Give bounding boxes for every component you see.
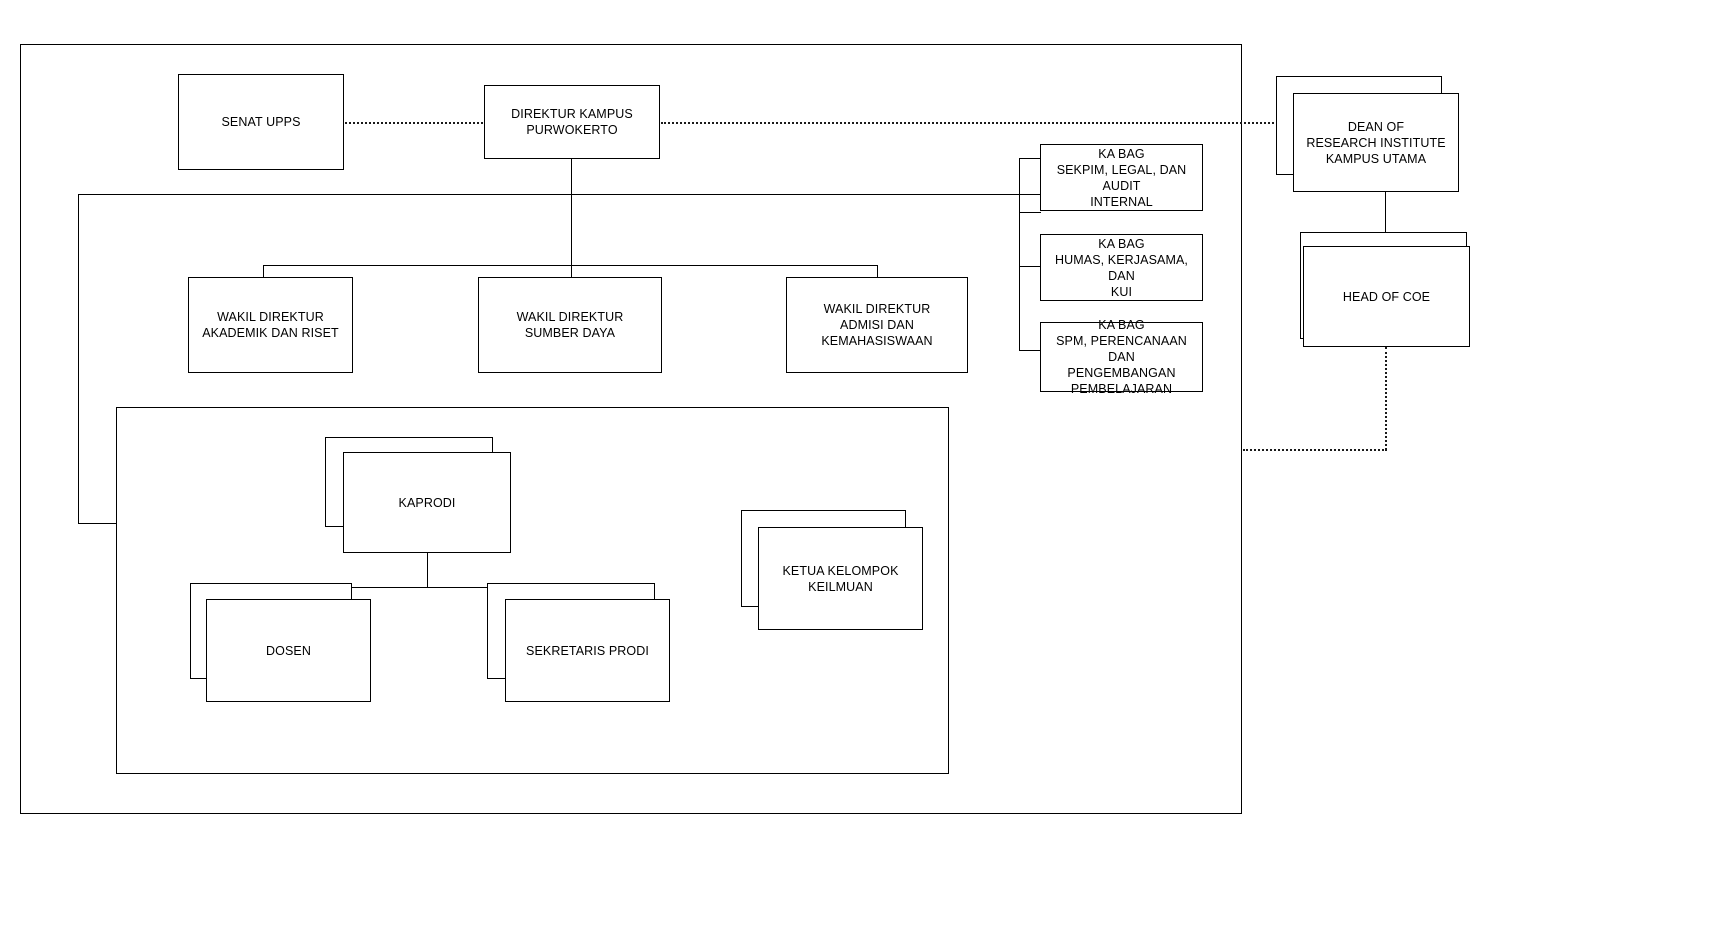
trunk-kaprodi-down — [427, 553, 428, 587]
node-kaprodi[interactable]: KAPRODI — [343, 452, 511, 553]
drop-wakil-akademik — [263, 265, 264, 277]
prodi-group-frame — [116, 407, 949, 774]
node-direktur-kampus[interactable]: DIREKTUR KAMPUS PURWOKERTO — [484, 85, 660, 159]
bus-kabag-horizontal — [1019, 212, 1041, 213]
stub-kabag-sekpim — [1019, 158, 1041, 159]
stub-kabag-humas — [1019, 266, 1041, 267]
node-wakil-sumber-daya[interactable]: WAKIL DIREKTUR SUMBER DAYA — [478, 277, 662, 373]
spine-kabag — [1019, 158, 1020, 350]
stub-kabag-spm — [1019, 350, 1041, 351]
node-sekretaris-prodi[interactable]: SEKRETARIS PRODI — [505, 599, 670, 702]
node-senat-upps[interactable]: SENAT UPPS — [178, 74, 344, 170]
node-dean-of-research-institute[interactable]: DEAN OF RESEARCH INSTITUTE KAMPUS UTAMA — [1293, 93, 1459, 192]
node-kabag-spm-perencanaan[interactable]: KA BAG SPM, PERENCANAAN DAN PENGEMBANGAN… — [1040, 318, 1203, 396]
bus-wakil-direktur — [263, 265, 878, 266]
left-routing-vertical — [78, 194, 79, 524]
trunk-dean-to-coe — [1385, 192, 1386, 246]
connector-coe-to-prodi — [1243, 449, 1387, 451]
left-routing-bottom-stub — [78, 523, 116, 524]
trunk-direktur-down — [571, 159, 572, 265]
node-head-of-coe[interactable]: HEAD OF COE — [1303, 246, 1470, 347]
node-kabag-humas-kerjasama-kui[interactable]: KA BAG HUMAS, KERJASAMA, DAN KUI — [1040, 234, 1203, 301]
bus-kaprodi-children — [262, 587, 592, 588]
main-container-frame — [20, 44, 1242, 814]
node-dosen[interactable]: DOSEN — [206, 599, 371, 702]
node-wakil-admisi-kemahasiswaan[interactable]: WAKIL DIREKTUR ADMISI DAN KEMAHASISWAAN — [786, 277, 968, 373]
node-kabag-sekpim-legal-audit[interactable]: KA BAG SEKPIM, LEGAL, DAN AUDIT INTERNAL — [1040, 144, 1203, 211]
node-ketua-kelompok-keilmuan[interactable]: KETUA KELOMPOK KEILMUAN — [758, 527, 923, 630]
node-wakil-akademik-riset[interactable]: WAKIL DIREKTUR AKADEMIK DAN RISET — [188, 277, 353, 373]
connector-direktur-dean — [661, 122, 1293, 124]
connector-coe-down — [1385, 347, 1387, 450]
drop-wakil-admisi — [877, 265, 878, 277]
connector-senat-direktur — [345, 122, 483, 124]
drop-wakil-sumber-daya — [571, 265, 572, 277]
